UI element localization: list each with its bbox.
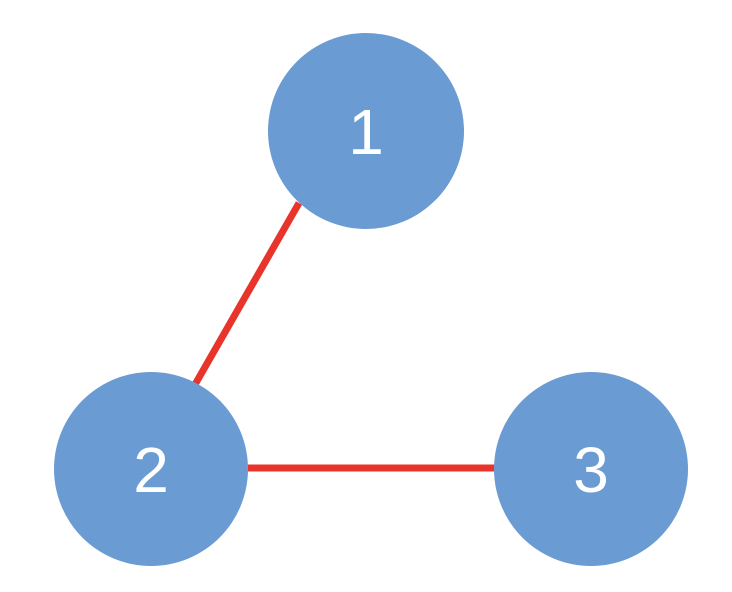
node-2[interactable]: 2 — [54, 372, 248, 566]
node-3-circle[interactable] — [494, 372, 688, 566]
node-2-circle[interactable] — [54, 372, 248, 566]
node-3[interactable]: 3 — [494, 372, 688, 566]
edge-1-2[interactable] — [189, 201, 303, 390]
edge-layer — [189, 201, 495, 472]
node-1-circle[interactable] — [268, 33, 464, 229]
node-layer: 1 2 3 — [54, 33, 688, 566]
node-1[interactable]: 1 — [268, 33, 464, 229]
